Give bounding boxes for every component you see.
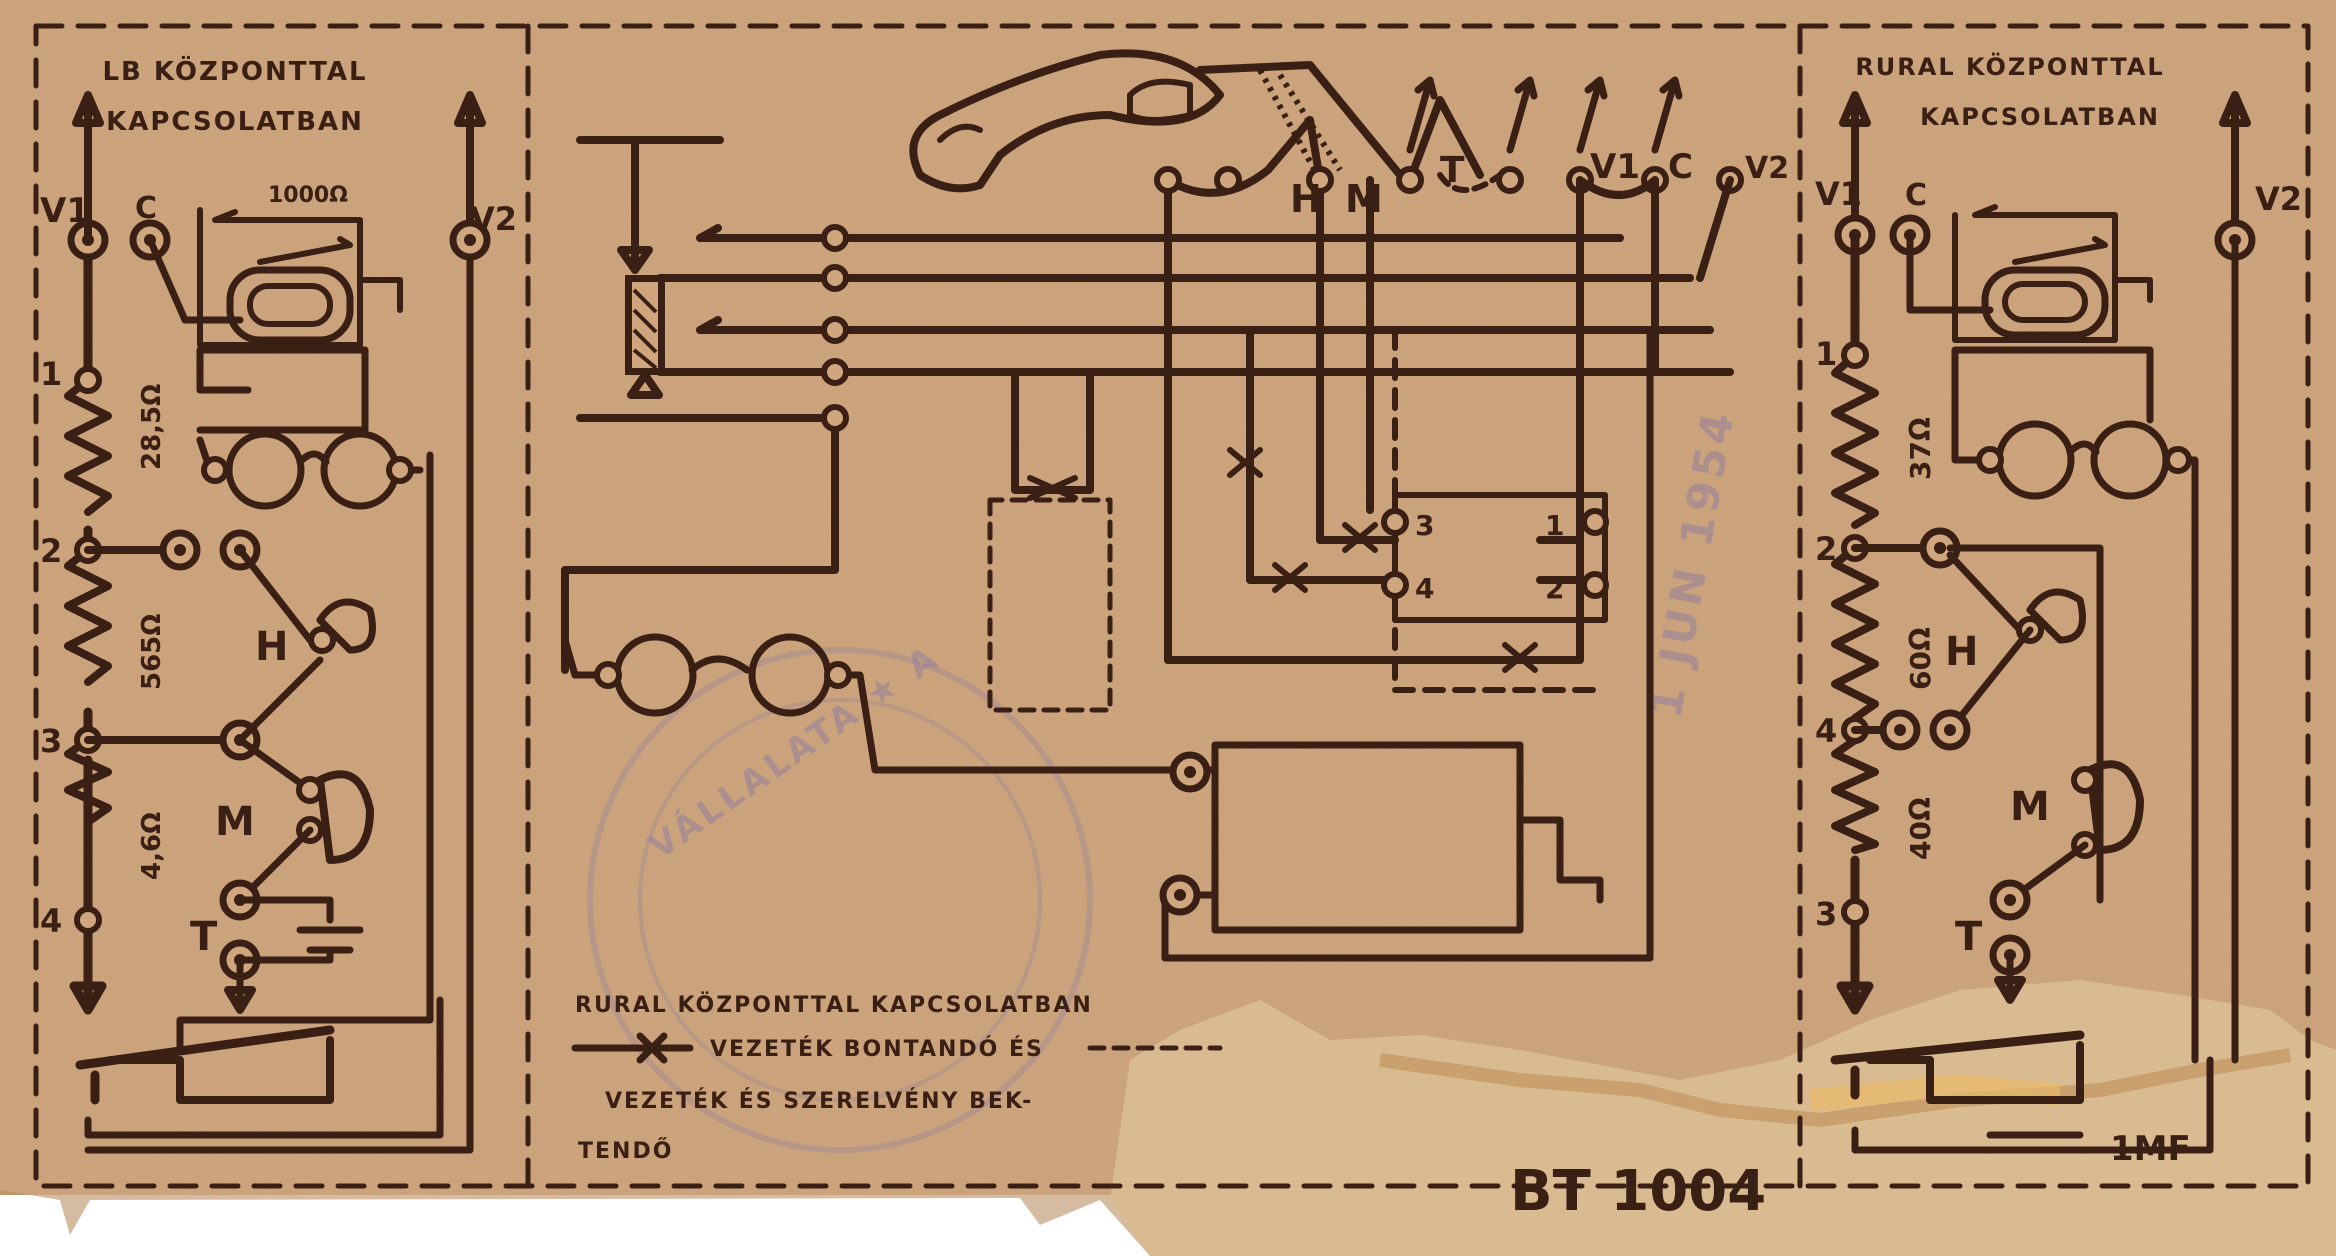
top-terminals: H M T V1 C V2 bbox=[1157, 76, 1789, 664]
right-num-4: 4 bbox=[1815, 712, 1837, 750]
handset-icon bbox=[909, 49, 1404, 193]
left-num-3: 3 bbox=[40, 722, 62, 760]
right-resistor-43-label: 40Ω bbox=[1904, 797, 1937, 860]
left-panel: LB KÖZPONTTAL KAPCSOLATBAN V1 C V2 1000Ω… bbox=[40, 54, 517, 1154]
center-label-c: C bbox=[1668, 147, 1693, 187]
left-label-rgen: 1000Ω bbox=[268, 183, 348, 208]
left-num-4: 4 bbox=[40, 902, 62, 940]
model-code: BT 1004 bbox=[1510, 1159, 1766, 1224]
center-label-v2: V2 bbox=[1745, 151, 1789, 186]
bell-icon: T bbox=[190, 883, 364, 1014]
jack-key-icon bbox=[576, 136, 724, 399]
left-label-t: T bbox=[190, 914, 218, 960]
magneto-icon-right bbox=[1906, 204, 2153, 343]
legend-title: RURAL KÖZPONTTAL KAPCSOLATBAN bbox=[575, 992, 1093, 1018]
left-num-2: 2 bbox=[40, 532, 62, 570]
left-num-1: 1 bbox=[40, 355, 62, 393]
left-label-m: M bbox=[215, 799, 255, 845]
right-label-m: M bbox=[2010, 784, 2050, 830]
right-title-line2: KAPCSOLATBAN bbox=[1920, 103, 2160, 131]
key-switch-icon bbox=[72, 91, 487, 1154]
microphone-left: M bbox=[84, 656, 374, 904]
right-label-v2: V2 bbox=[2255, 180, 2302, 218]
center-panel: H M T V1 C V2 3 1 4 2 RURAL KÖZ bbox=[561, 49, 1789, 1224]
right-label-cap: 1MF bbox=[2110, 1129, 2191, 1169]
center-label-m: M bbox=[1345, 177, 1383, 221]
key-switch-icon-right: 1MF bbox=[1830, 236, 2239, 1169]
center-label-h: H bbox=[1290, 177, 1322, 221]
right-num-2: 2 bbox=[1815, 530, 1837, 568]
legend-line2: VEZETÉK ÉS SZERELVÉNY BEK- bbox=[605, 1088, 1033, 1114]
left-terminal-1 bbox=[77, 369, 99, 391]
left-resistor-34-label: 4,6Ω bbox=[137, 812, 167, 880]
right-resistor-24-label: 60Ω bbox=[1904, 627, 1937, 690]
headphones-icon-center bbox=[561, 633, 1179, 774]
center-label-v1: V1 bbox=[1590, 147, 1640, 187]
center-num-2: 2 bbox=[1545, 572, 1564, 605]
panel-borders bbox=[33, 23, 2311, 1189]
left-resistor-23-label: 565Ω bbox=[137, 614, 167, 690]
right-label-c: C bbox=[1905, 178, 1927, 213]
right-panel: RURAL KÖZPONTTAL KAPCSOLATBAN V1 C V2 1 … bbox=[1815, 51, 2302, 1169]
left-resistor-12-label: 28,5Ω bbox=[137, 384, 167, 470]
center-num-4: 4 bbox=[1415, 572, 1434, 605]
right-label-t: T bbox=[1955, 914, 1983, 960]
hook-switch-right: H bbox=[1851, 531, 2104, 904]
right-resistor-12-label: 37Ω bbox=[1904, 417, 1937, 480]
left-label-h: H bbox=[255, 624, 288, 670]
center-num-3: 3 bbox=[1415, 509, 1434, 542]
switch-block: 3 1 4 2 bbox=[1164, 326, 1606, 693]
right-label-h: H bbox=[1945, 629, 1978, 675]
headphones-icon-right bbox=[1951, 346, 2199, 1064]
center-label-t: T bbox=[1440, 150, 1465, 191]
headphones-icon bbox=[196, 346, 424, 510]
center-num-1: 1 bbox=[1545, 509, 1564, 542]
legend: RURAL KÖZPONTTAL KAPCSOLATBAN VEZETÉK BO… bbox=[571, 992, 1223, 1164]
magneto-icon-center bbox=[1163, 326, 1654, 962]
right-num-1: 1 bbox=[1815, 335, 1837, 373]
left-label-c: C bbox=[135, 191, 157, 226]
hook-switch-left: H bbox=[84, 533, 376, 670]
left-terminal-4 bbox=[77, 909, 99, 931]
legend-line1: VEZETÉK BONTANDÓ ÉS bbox=[710, 1036, 1044, 1062]
magneto-icon bbox=[146, 207, 403, 348]
right-num-3: 3 bbox=[1815, 895, 1837, 933]
left-title-line2: KAPCSOLATBAN bbox=[106, 107, 364, 137]
legend-line3: TENDŐ bbox=[578, 1138, 673, 1164]
left-title-line1: LB KÖZPONTTAL bbox=[102, 54, 367, 87]
right-title-line1: RURAL KÖZPONTTAL bbox=[1855, 51, 2164, 81]
bell-icon-right: T bbox=[1955, 883, 2027, 1004]
